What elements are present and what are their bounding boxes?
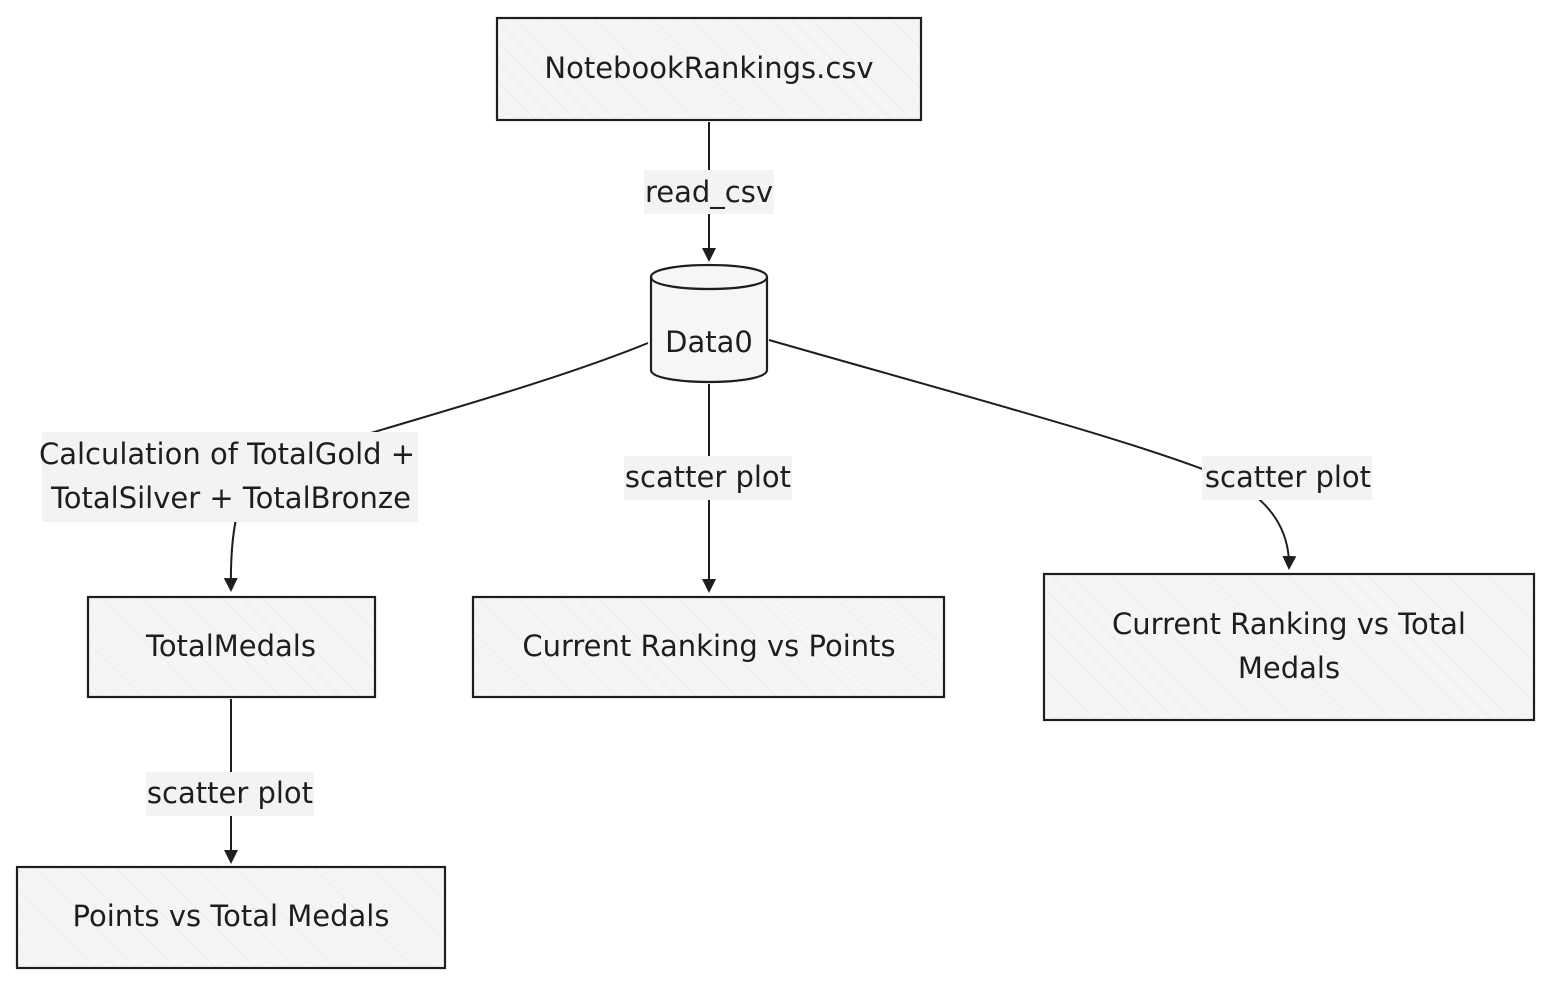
node-total-medals: TotalMedals (86, 595, 377, 699)
edge-label-read-csv: read_csv (644, 170, 774, 214)
edge-data0-to-ranking-vs-total-medals (768, 339, 1297, 570)
edge-label-calculation: Calculation of TotalGold + TotalSilver +… (39, 432, 418, 522)
node-ranking-vs-points: Current Ranking vs Points (471, 595, 946, 699)
node-points-vs-total-medals-label: Points vs Total Medals (73, 899, 390, 933)
node-ranking-vs-total-medals: Current Ranking vs Total Medals (1042, 572, 1536, 722)
edge-label-scatter-center: scatter plot (624, 456, 792, 500)
node-ranking-vs-points-label: Current Ranking vs Points (522, 629, 895, 663)
edge-label-scatter-right-text: scatter plot (1205, 460, 1371, 494)
node-points-vs-total-medals: Points vs Total Medals (15, 865, 447, 970)
edge-label-scatter-bottom: scatter plot (146, 772, 314, 816)
edge-label-scatter-right: scatter plot (1202, 456, 1372, 500)
node-notebook-rankings-csv: NotebookRankings.csv (495, 16, 923, 122)
node-ranking-vs-total-medals-label-line1: Current Ranking vs Total (1112, 607, 1466, 641)
edge-label-read-csv-text: read_csv (645, 175, 773, 209)
edge-label-scatter-center-text: scatter plot (625, 460, 791, 494)
edge-label-calculation-line1: Calculation of TotalGold + (39, 437, 415, 471)
node-data0-cylinder: Data0 (649, 263, 769, 384)
edge-label-calculation-line2: TotalSilver + TotalBronze (50, 481, 411, 515)
node-total-medals-label: TotalMedals (145, 629, 316, 663)
node-ranking-vs-total-medals-label-line2: Medals (1238, 651, 1340, 685)
node-data0-label: Data0 (665, 325, 753, 359)
edge-label-scatter-bottom-text: scatter plot (147, 776, 313, 810)
node-notebook-rankings-csv-label: NotebookRankings.csv (544, 51, 873, 85)
